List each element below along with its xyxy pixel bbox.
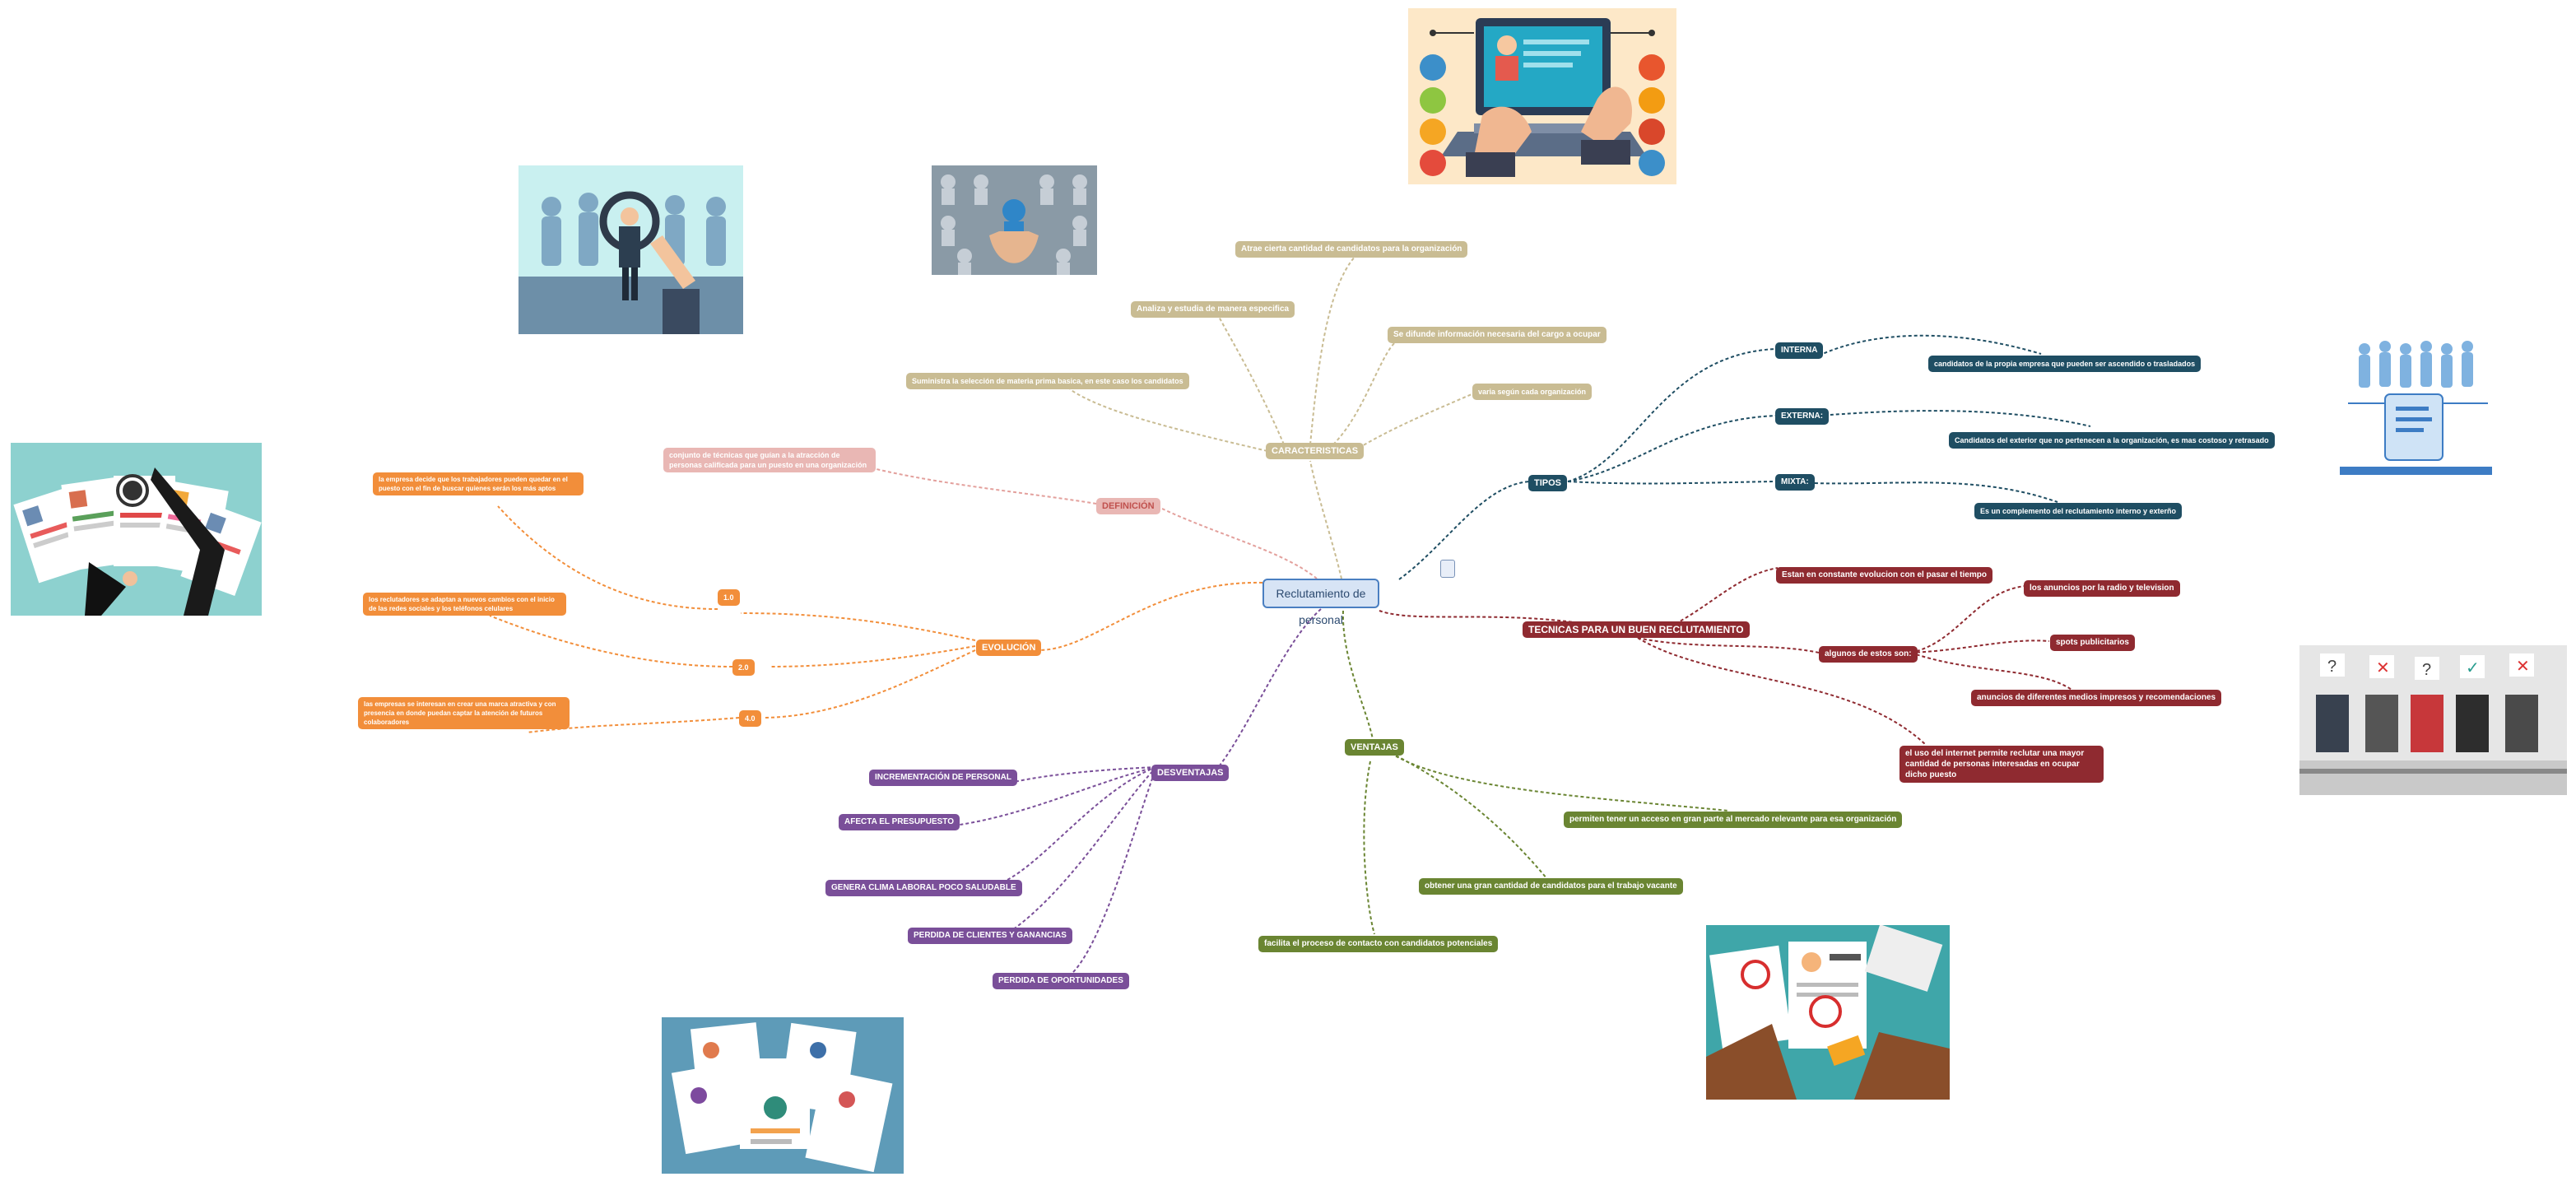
desventaja-item[interactable]: GENERA CLIMA LABORAL POCO SALUDABLE: [825, 880, 1022, 896]
tipo-label[interactable]: MIXTA:: [1775, 474, 1815, 491]
note-icon[interactable]: [1440, 560, 1455, 578]
magnifier-candidate-illustration: [518, 165, 743, 334]
desventajas-topic[interactable]: DESVENTAJAS: [1151, 765, 1230, 781]
ventaja-item[interactable]: obtener una gran cantidad de candidatos …: [1419, 878, 1683, 895]
online-interview-illustration: [1408, 8, 1676, 184]
ventajas-topic[interactable]: VENTAJAS: [1345, 739, 1404, 756]
tecnica-item[interactable]: spots publicitarios: [2050, 635, 2135, 651]
evolucion-version-label[interactable]: 1.0: [718, 589, 740, 606]
tipo-label[interactable]: INTERNA: [1775, 342, 1824, 359]
crowd-selection-photo: [932, 165, 1097, 275]
tipo-label[interactable]: EXTERNA:: [1775, 408, 1830, 425]
evolucion-version-text[interactable]: las empresas se interesan en crear una m…: [358, 697, 570, 729]
desventaja-item[interactable]: AFECTA EL PRESUPUESTO: [839, 814, 960, 830]
ventaja-item[interactable]: permiten tener un acceso en gran parte a…: [1564, 812, 1903, 828]
svg-text:✕: ✕: [2516, 658, 2530, 676]
resumes-illustration: [11, 443, 262, 616]
svg-text:✕: ✕: [2376, 659, 2390, 677]
team-illustration: [2340, 337, 2492, 476]
caracteristicas-topic[interactable]: CARACTERISTICAS: [1266, 443, 1365, 459]
caracteristica-item[interactable]: Se difunde información necesaria del car…: [1388, 327, 1607, 343]
central-topic[interactable]: Reclutamiento de personal: [1262, 579, 1379, 626]
desventaja-item[interactable]: PERDIDA DE OPORTUNIDADES: [993, 973, 1129, 989]
caracteristica-item[interactable]: Analiza y estudia de manera especifica: [1131, 301, 1295, 318]
evolucion-version-label[interactable]: 4.0: [739, 710, 761, 727]
candidates-with-signs-photo: ? ✕ ? ✓ ✕: [2299, 645, 2567, 795]
definicion-topic[interactable]: DEFINICIÓN: [1096, 498, 1160, 514]
evolucion-version-text[interactable]: la empresa decide que los trabajadores p…: [373, 472, 584, 495]
desventaja-item[interactable]: INCREMENTACIÓN DE PERSONAL: [869, 770, 1017, 786]
tecnicas-evolucion-text[interactable]: Estan en constante evolucion con el pasa…: [1776, 567, 1992, 584]
svg-text:?: ?: [2327, 658, 2337, 676]
evolucion-version-label[interactable]: 2.0: [732, 659, 755, 676]
svg-text:✓: ✓: [2466, 659, 2480, 677]
tecnicas-topic[interactable]: TECNICAS PARA UN BUEN RECLUTAMIENTO: [1523, 621, 1750, 638]
resume-pile-illustration: [662, 1017, 904, 1174]
tipo-text[interactable]: Candidatos del exterior que no pertenece…: [1949, 432, 2275, 449]
evolucion-topic[interactable]: EVOLUCIÓN: [976, 640, 1042, 656]
caracteristica-item[interactable]: Suministra la selección de materia prima…: [906, 373, 1189, 389]
evolucion-version-text[interactable]: los reclutadores se adaptan a nuevos cam…: [363, 593, 566, 616]
tecnica-item[interactable]: los anuncios por la radio y television: [2024, 580, 2180, 597]
tecnica-item[interactable]: anuncios de diferentes medios impresos y…: [1971, 690, 2222, 706]
definicion-text[interactable]: conjunto de técnicas que guían a la atra…: [663, 448, 876, 472]
ventaja-item[interactable]: facilita el proceso de contacto con cand…: [1258, 936, 1499, 952]
tecnicas-algunos-label[interactable]: algunos de estos son:: [1819, 646, 1918, 663]
caracteristica-item[interactable]: varia según cada organización: [1472, 384, 1593, 400]
svg-text:?: ?: [2422, 661, 2431, 679]
tipo-text[interactable]: candidatos de la propia empresa que pued…: [1928, 356, 2202, 372]
cv-review-illustration: [1706, 925, 1950, 1100]
tipos-topic[interactable]: TIPOS: [1528, 475, 1568, 491]
desventaja-item[interactable]: PERDIDA DE CLIENTES Y GANANCIAS: [908, 928, 1072, 944]
caracteristica-item[interactable]: Atrae cierta cantidad de candidatos para…: [1235, 241, 1468, 258]
tecnicas-internet-text[interactable]: el uso del internet permite reclutar una…: [1899, 746, 2104, 783]
tipo-text[interactable]: Es un complemento del reclutamiento inte…: [1974, 503, 2183, 519]
